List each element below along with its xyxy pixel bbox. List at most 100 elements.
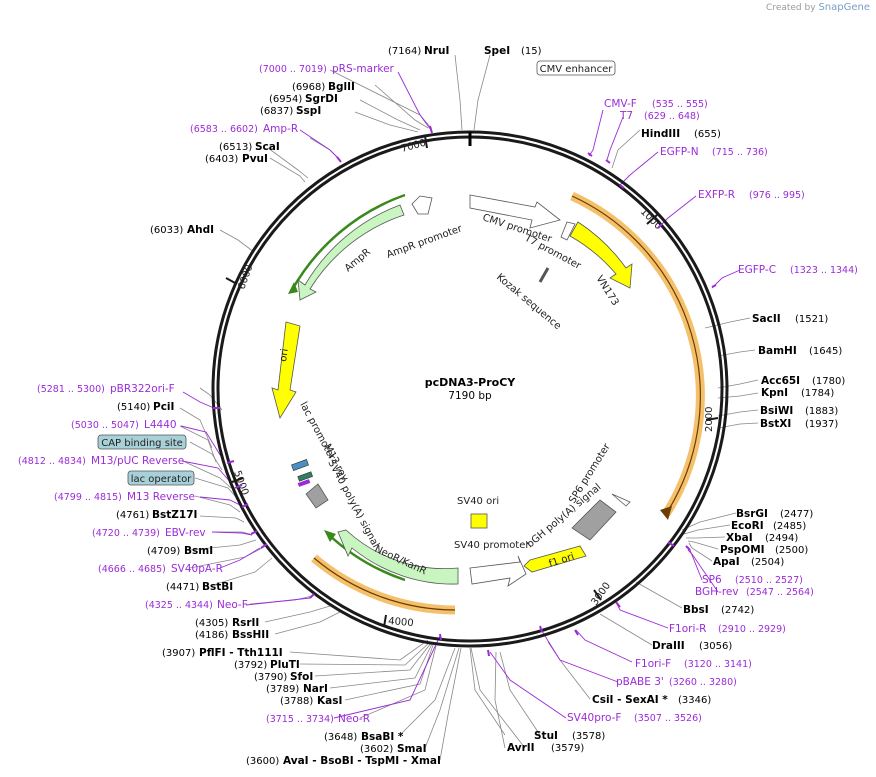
enzyme-name-bstbi: BstBI [202, 581, 233, 593]
cmv-promoter-feature [469, 194, 561, 229]
primer-name-f1ori-r: F1ori-R [669, 623, 706, 635]
cmv-enhancer-text: CMV enhancer [540, 64, 614, 75]
primer-name-egfp-n: EGFP-N [660, 146, 699, 158]
enzyme-name-draiii: DraIII [652, 640, 685, 652]
primer-range-sp6: (2510 .. 2527) [735, 575, 803, 586]
primer-range-t7: (629 .. 648) [644, 111, 700, 122]
primer-range-exfp-r: (976 .. 995) [749, 190, 805, 201]
t7-promoter-feature [560, 221, 576, 241]
enzyme-num-bsrgi: (2477) [780, 509, 813, 520]
primer-name-t7: T7 [619, 110, 633, 122]
neor-track-core [313, 557, 456, 611]
feature-label-ampr-promoter: AmpR promoter [385, 223, 464, 261]
primer-name-l4440: L4440 [144, 419, 177, 431]
primer-name-f1ori-f: F1ori-F [635, 658, 671, 670]
neor-green-track [327, 533, 406, 582]
enzyme-name-pcii: PciI [153, 401, 174, 413]
ampr-promoter-feature [411, 195, 433, 215]
m13-rev-feature [297, 479, 311, 487]
primer-name-prs-marker: pRS-marker [332, 63, 395, 75]
primer-name-bgh-rev: BGH-rev [695, 586, 739, 598]
vn173-track-core [571, 195, 701, 515]
enzyme-name-pspomi: PspOMI [720, 544, 765, 556]
bgh-pa-feature [571, 499, 617, 541]
primer-name-cmv-f: CMV-F [604, 98, 637, 110]
enzyme-num-pluti: (3792) [234, 660, 267, 671]
enzyme-name-avai: AvaI - BsoBI - TspMI - XmaI [283, 755, 441, 767]
sv40-promoter-feature [469, 555, 527, 587]
primer-name-m13-reverse: M13 Reverse [127, 491, 195, 503]
primer-range-l4440: (5030 .. 5047) [71, 420, 139, 431]
enzyme-num-bsmi: (4709) [147, 546, 180, 557]
primer-range-f1ori-r: (2910 .. 2929) [718, 624, 786, 635]
enzyme-name-xbai: XbaI [726, 532, 753, 544]
enzyme-num-hindiii: (655) [694, 129, 721, 140]
enzyme-num-kpni: (1784) [801, 388, 834, 399]
enzyme-num-xbai: (2494) [765, 533, 798, 544]
enzyme-name-sacii: SacII [752, 313, 781, 325]
primer-range-egfp-n: (715 .. 736) [712, 147, 768, 158]
primer-name-ebv-rev: EBV-rev [165, 527, 206, 539]
feature-label-ori: ori [278, 348, 291, 362]
primer-range-bgh-rev: (2547 .. 2564) [746, 587, 814, 598]
enzyme-name-scai: ScaI [255, 141, 280, 153]
enzyme-num-sspi: (6837) [260, 106, 293, 117]
primer-range-cmv-f: (535 .. 555) [652, 99, 708, 110]
enzyme-num-bstz17i: (4761) [116, 510, 149, 521]
enzyme-num-avrii: (3579) [551, 743, 584, 754]
enzyme-num-bstxi: (1937) [805, 419, 838, 430]
enzyme-name-apai: ApaI [713, 556, 740, 568]
ampr-track [290, 193, 406, 291]
enzyme-num-ecori: (2485) [773, 521, 806, 532]
primer-labels: (7000 .. 7019) pRS-marker (6583 .. 6602)… [18, 63, 858, 725]
sv40-pa-feature [305, 483, 329, 509]
feature-label-sv40-ori: SV40 ori [457, 496, 499, 507]
enzyme-name-stui: StuI [534, 730, 558, 742]
enzyme-name-nari: NarI [303, 683, 328, 695]
f1-ori-feature [523, 545, 587, 573]
enzyme-num-spei: (15) [521, 46, 542, 57]
tick-6000: 6000 [236, 263, 255, 291]
enzyme-num-ahdi: (6033) [150, 225, 183, 236]
enzyme-name-smai: SmaI [397, 743, 427, 755]
primer-name-sp6: SP6 [702, 574, 722, 586]
enzyme-num-pspomi: (2500) [775, 545, 808, 556]
primer-range-ebv-rev: (4720 .. 4739) [92, 528, 160, 539]
enzyme-name-rsrii: RsrII [232, 617, 259, 629]
enzyme-name-bsrgi: BsrGI [736, 508, 768, 520]
cap-site-feature [297, 471, 313, 482]
primer-name-pbabe-3: pBABE 3' [616, 676, 664, 688]
vn173-track-arrow [660, 506, 672, 520]
enzyme-num-pcii: (5140) [117, 402, 150, 413]
primer-range-egfp-c: (1323 .. 1344) [790, 265, 858, 276]
enzyme-num-nrui: (7164) [388, 46, 421, 57]
enzyme-name-bstz17i: BstZ17I [152, 509, 197, 521]
enzyme-num-bglii: (6968) [292, 82, 325, 93]
enzyme-num-csii: (3346) [678, 695, 711, 706]
enzyme-num-sgrdi: (6954) [269, 94, 302, 105]
enzyme-name-spei: SpeI [484, 45, 510, 57]
enzyme-name-bglii: BglII [328, 81, 355, 93]
enzyme-name-pflfi: PflFI - Tth111I [199, 647, 283, 659]
sv40-ori-feature [470, 513, 488, 529]
enzyme-num-stui: (3578) [572, 731, 605, 742]
feature-label-kozak: Kozak sequence [494, 272, 563, 332]
enzyme-name-nrui: NruI [424, 45, 449, 57]
enzyme-num-bsabi: (3648) [324, 732, 357, 743]
primer-range-f1ori-f: (3120 .. 3141) [684, 659, 752, 670]
primer-ticks [213, 125, 717, 657]
primer-range-pbabe-3: (3260 .. 3280) [669, 677, 737, 688]
snapgene-credit: Created by SnapGene [766, 2, 870, 13]
primer-range-neo-f: (4325 .. 4344) [145, 600, 213, 611]
tick-marks [225, 135, 719, 628]
primer-range-pbr322ori-f: (5281 .. 5300) [37, 384, 105, 395]
enzyme-num-pflfi: (3907) [162, 648, 195, 659]
lac-operator-label: lac operator [127, 470, 195, 486]
primer-range-m13-reverse: (4799 .. 4815) [54, 492, 122, 503]
enzyme-name-bsmi: BsmI [184, 545, 213, 557]
kozak-feature [538, 267, 550, 283]
primer-range-m13-puc-reverse: (4812 .. 4834) [18, 456, 86, 467]
lac-operator-text: lac operator [131, 474, 192, 485]
tick-1000: 1000 [638, 206, 664, 232]
